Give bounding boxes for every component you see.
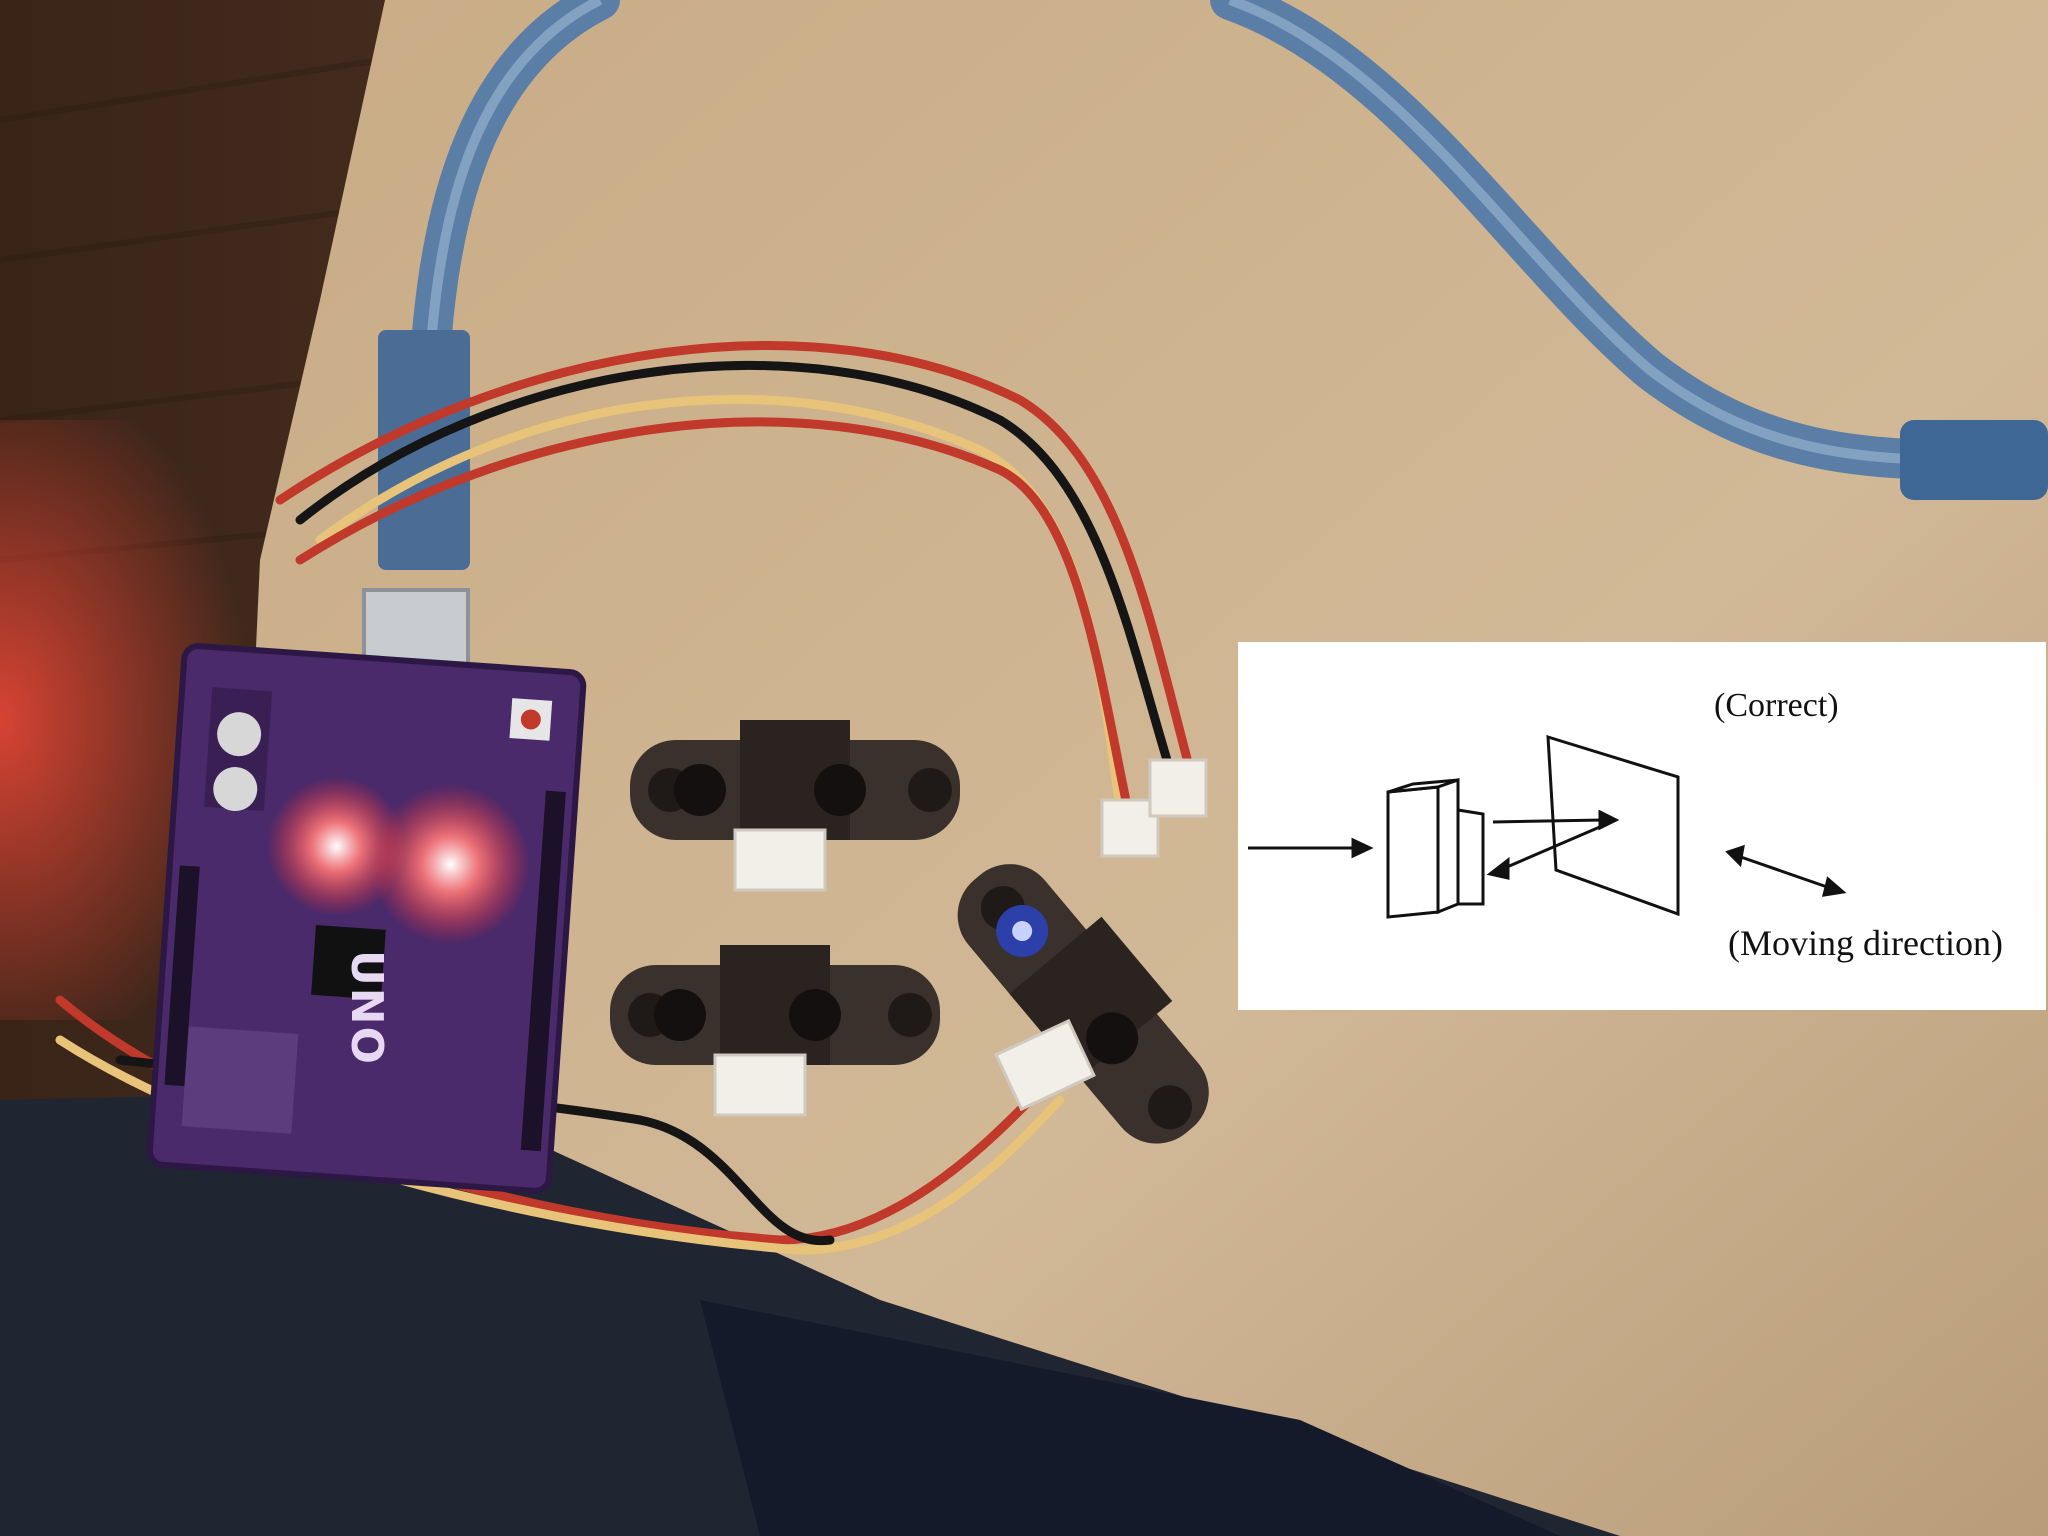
usb-ferrite bbox=[1900, 420, 2048, 500]
label-moving-direction: (Moving direction) bbox=[1728, 923, 2003, 963]
arduino-board bbox=[146, 643, 587, 1194]
beam-back bbox=[1499, 818, 1617, 872]
diagram-panel: (Correct) (Moving direction) bbox=[1238, 642, 2046, 1010]
moving-direction-arrow bbox=[1737, 854, 1831, 890]
label-correct: (Correct) bbox=[1714, 687, 1839, 724]
beam-out bbox=[1492, 818, 1604, 824]
sensor-3-connector bbox=[994, 1018, 1096, 1112]
incoming-arrowhead bbox=[1351, 837, 1374, 859]
sensor-diagram bbox=[1248, 734, 1847, 919]
reflector-plane-icon bbox=[1546, 734, 1680, 917]
loose-connector-2 bbox=[1148, 758, 1208, 818]
table-surface bbox=[240, 0, 2048, 1536]
ir-sensor-1 bbox=[630, 720, 960, 892]
usb-plug bbox=[378, 330, 470, 570]
sensor-box-icon bbox=[1386, 777, 1485, 919]
dark-fabric-shade bbox=[700, 1300, 1560, 1536]
board-label: UNO bbox=[341, 950, 392, 1066]
wire-bundle-top bbox=[275, 341, 1195, 825]
ir-sensor-2 bbox=[610, 945, 940, 1117]
